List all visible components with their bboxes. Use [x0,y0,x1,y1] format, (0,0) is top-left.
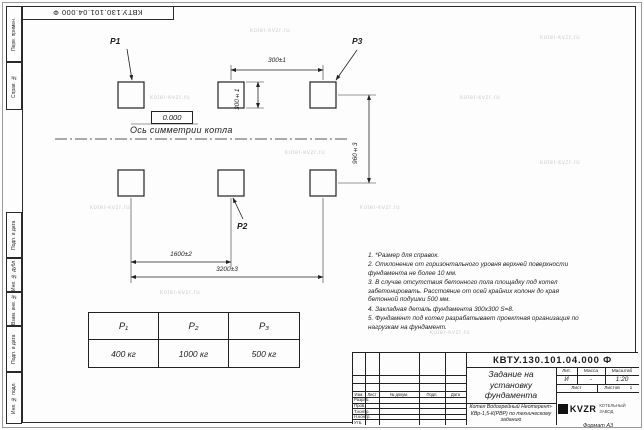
mass-label: Масса [583,368,599,374]
role-razrab: Разраб. [354,397,370,403]
level-mark: 0.000 [151,111,193,124]
leader-p3 [335,49,358,81]
company-name: КОТЕЛЬНЫЙ ЗАВОД [599,403,626,414]
loads-table-value-p1: 400 кг [89,340,159,367]
sheet-frame [22,6,636,423]
lit-value: И [564,376,569,383]
foundation-pad-p1 [117,81,145,109]
col-data: Дата [450,391,461,397]
foundation-pad-p3 [309,81,337,109]
foundation-pad-p2 [217,169,245,197]
sheets-value: 1 [629,385,633,391]
sheets-label: Листов [604,385,620,391]
title-block-doc-number: КВТУ.130.101.04.000 Ф [492,354,613,366]
scale-label: Масштаб [611,368,633,374]
sheet-label: Лист [571,385,582,391]
lit-label: Лит. [562,368,571,374]
pad-label-p2: Р2 [237,221,248,231]
loads-table-value-p3: 500 кг [251,348,277,359]
note-2: 2. Отклонение от горизонтального уровня … [368,261,569,277]
notes-block: 1. *Размер для справок. 2. Отклонение от… [368,252,586,333]
company-logo-area: KVZR КОТЕЛЬНЫЙ ЗАВОД [558,394,637,423]
loads-table-header-p3: Р₃ [229,313,299,340]
role-tkontr: Т.контр. [354,408,370,414]
dim-text-1600: 1600±2 [170,251,192,258]
pad-label-p1: Р1 [110,36,121,46]
foundation-pad-bottom-right [309,169,337,197]
side-box-perv-primen: Перв. примен. [6,6,22,62]
loads-table: Р₁ Р₂ Р₃ 400 кг 1000 кг 500 кг [88,312,300,368]
loads-table-value-p2: 1000 кг [159,340,229,367]
top-stamp: КВТУ.130.101.04.000 Ф [22,6,174,20]
title-block-title: Задание на установку фундамента [484,369,538,401]
note-5: 5. Фундамент под котел разрабатывает про… [368,315,579,331]
dim-text-960: 960±3 [352,142,359,164]
role-prov: Пров. [354,402,366,408]
note-3: 3. В случае отсутствия бетонного пола пл… [368,279,559,304]
role-utv: Утв. [354,419,363,425]
col-izm: Изм. [354,391,364,397]
col-doc: № докум. [389,391,409,397]
logo-text: KVZR [569,403,597,414]
title-block-subtitle: Котел Водогрейный Неотерент-КВр-1,5-К(РВ… [469,404,553,424]
format-label: Формат А3 [583,423,614,429]
col-list: Лист [367,391,377,397]
leader-p2 [232,197,244,220]
dim-text-3200: 3200±3 [216,266,238,273]
pad-label-p3: Р3 [352,36,363,46]
scale-value: 1:20 [615,376,629,383]
side-box-inv-dubl: Инв. № дубл. [6,258,22,292]
side-box-vzam-inv: Взам. инв. № [6,292,22,326]
note-1: 1. *Размер для справок. [368,252,440,259]
foundation-pad-top-mid [217,81,245,109]
symmetry-axis-label: Ось симметрии котла [130,125,233,135]
mass-value: - [590,376,592,383]
side-box-inv-podl: Инв. № подл. [6,372,22,424]
foundation-pad-bottom-left [117,169,145,197]
note-4: 4. Закладная деталь фундамента 300х300 S… [368,305,514,313]
side-box-podp-data-1: Подп. и дата [6,212,22,258]
side-box-sprav: Справ. № [6,62,22,110]
side-box-podp-data-2: Подп. и дата [6,326,22,372]
role-nkontr: Н.контр. [354,414,371,420]
dim-text-300-top: 300±1 [267,57,287,64]
title-block: КВТУ.130.101.04.000 Ф Изм. Лист № докум.… [352,352,639,425]
loads-table-header-p1: Р₁ [89,313,159,340]
dim-text-300-side: 300±1 [234,88,241,110]
logo-icon [558,403,568,414]
col-podp: Подп. [426,391,438,397]
leader-p1 [126,48,134,81]
loads-table-header-p2: Р₂ [159,313,229,340]
